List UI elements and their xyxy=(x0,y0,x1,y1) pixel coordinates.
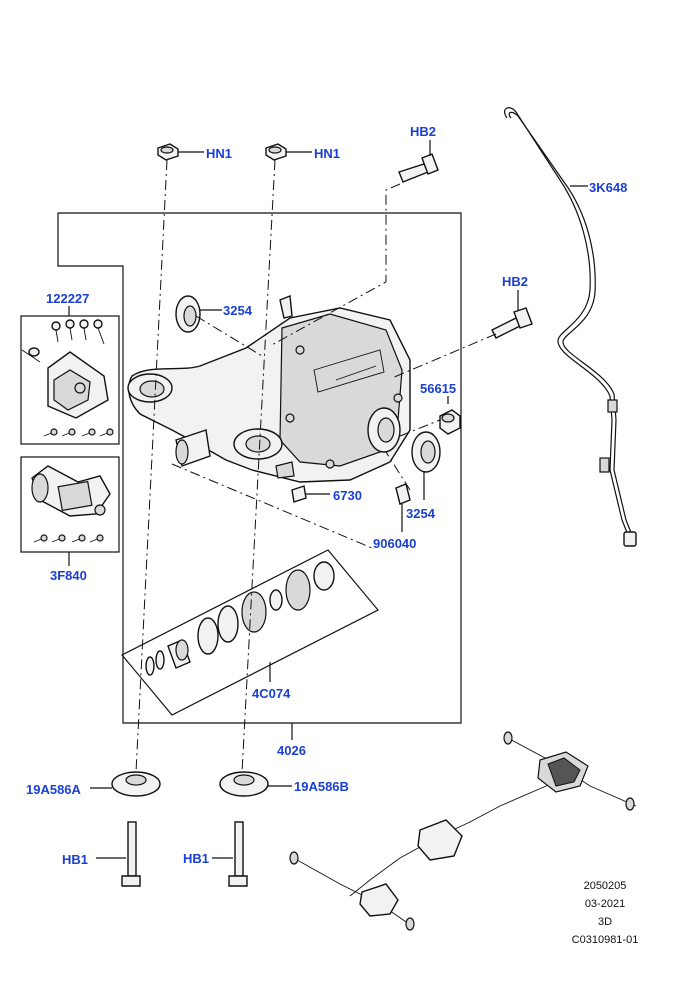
drawing-reference: C0310981-01 xyxy=(571,934,639,946)
seal-3254-right[interactable] xyxy=(411,431,441,500)
label-4c074[interactable]: 4C074 xyxy=(252,686,291,701)
kit-122227-parts xyxy=(21,319,114,437)
plug-6730[interactable] xyxy=(291,485,330,503)
breather-906040[interactable] xyxy=(395,483,411,532)
alignment-lines xyxy=(135,159,497,773)
mount-19a586b[interactable] xyxy=(219,771,292,797)
bolt-hb2-top[interactable] xyxy=(398,140,439,183)
label-3k648[interactable]: 3K648 xyxy=(589,180,627,195)
bolt-hb1-right[interactable] xyxy=(212,821,248,887)
bushing-56615[interactable] xyxy=(439,396,461,435)
assembly-bracket-outline xyxy=(57,212,462,724)
label-3f840[interactable]: 3F840 xyxy=(50,568,87,583)
seal-3254-left[interactable] xyxy=(175,295,222,333)
motor-3f840-parts xyxy=(31,465,111,543)
bolt-hb2-side[interactable] xyxy=(491,290,533,339)
label-19a586a[interactable]: 19A586A xyxy=(26,782,82,797)
bolt-hb1-left[interactable] xyxy=(96,821,141,887)
label-hb1-right[interactable]: HB1 xyxy=(183,851,209,866)
label-3254-right[interactable]: 3254 xyxy=(406,506,436,521)
nut-hn1-left[interactable] xyxy=(157,143,204,161)
label-hn1-left[interactable]: HN1 xyxy=(206,146,232,161)
bearing-kit-parts xyxy=(145,561,335,676)
label-19a586b[interactable]: 19A586B xyxy=(294,779,349,794)
label-hn1-right[interactable]: HN1 xyxy=(314,146,340,161)
drawing-code: 2050205 xyxy=(583,880,627,892)
label-56615[interactable]: 56615 xyxy=(420,381,456,396)
drivetrain-overview-thumbnail xyxy=(289,731,637,931)
label-6730[interactable]: 6730 xyxy=(333,488,362,503)
bearing-kit-frame xyxy=(121,549,379,716)
label-906040[interactable]: 906040 xyxy=(373,536,416,551)
drawing-date: 03-2021 xyxy=(584,898,626,910)
differential-housing[interactable] xyxy=(127,295,411,483)
drawing-view: 3D xyxy=(597,916,613,928)
label-hb1-left[interactable]: HB1 xyxy=(62,852,88,867)
label-3254-left[interactable]: 3254 xyxy=(223,303,253,318)
label-122227[interactable]: 122227 xyxy=(46,291,89,306)
label-hb2-side[interactable]: HB2 xyxy=(502,274,528,289)
mount-19a586a[interactable] xyxy=(90,771,161,797)
label-4026[interactable]: 4026 xyxy=(277,743,306,758)
sensor-cable-3k648[interactable] xyxy=(504,107,637,547)
nut-hn1-right[interactable] xyxy=(265,143,312,161)
label-hb2-top[interactable]: HB2 xyxy=(410,124,436,139)
